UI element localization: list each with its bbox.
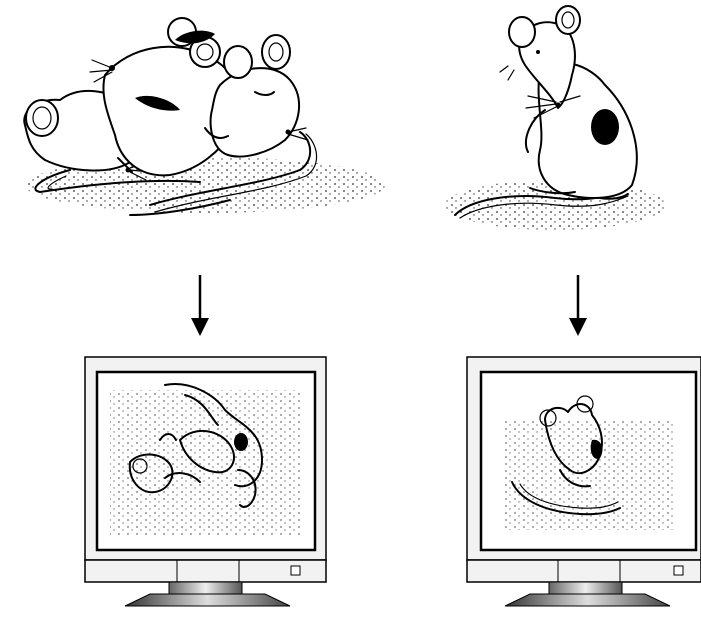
right-monitor bbox=[467, 357, 701, 606]
huddled-mice-illustration bbox=[24, 18, 385, 215]
grooming-mouse-illustration bbox=[445, 6, 665, 230]
power-button-icon bbox=[291, 566, 300, 575]
left-monitor bbox=[85, 357, 326, 606]
power-button-icon bbox=[674, 566, 683, 575]
left-screen-image bbox=[110, 384, 300, 535]
arrow-right bbox=[569, 275, 587, 336]
arrow-left bbox=[191, 275, 209, 336]
